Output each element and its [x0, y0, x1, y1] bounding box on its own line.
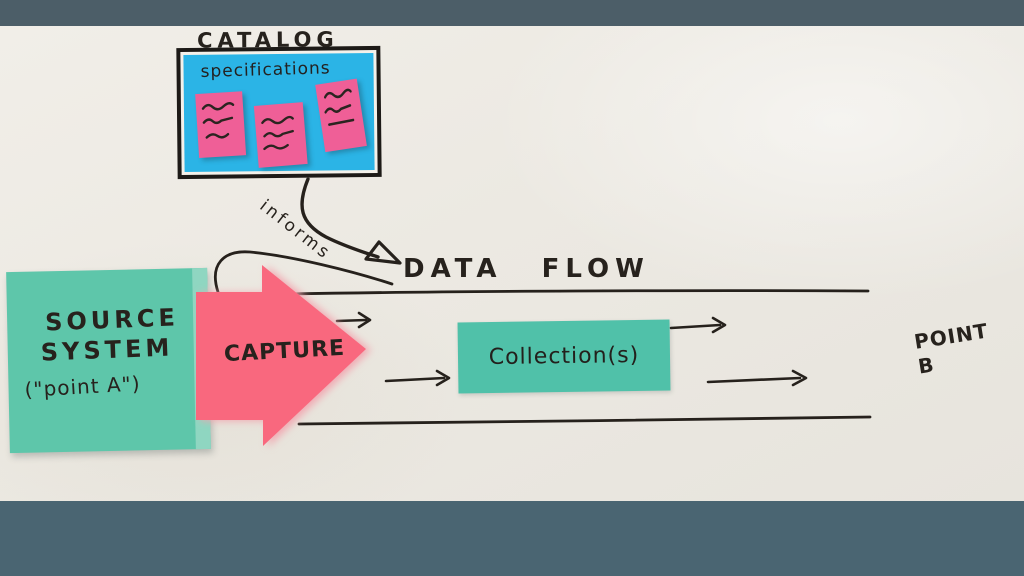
letterbox-top-bar — [0, 0, 1024, 26]
note-scribble-lines-icon — [261, 115, 294, 151]
sticky-note — [315, 78, 367, 153]
sticky-note — [253, 102, 308, 168]
catalog-title: CATALOG — [196, 27, 339, 53]
source-system-sticky-note: SOURCE SYSTEM ("point A") — [6, 267, 211, 454]
source-system-label-line1: SOURCE — [44, 303, 180, 337]
point-a-label: ("point A") — [23, 371, 142, 402]
sticky-note — [195, 91, 247, 159]
collections-box: Collection(s) — [457, 319, 671, 394]
catalog-frame: specifications — [176, 45, 382, 180]
note-scribble-lines-icon — [201, 102, 235, 139]
data-flow-title: DATA FLOW — [403, 254, 650, 284]
source-system-label-line2: SYSTEM — [40, 333, 174, 367]
catalog-board: specifications — [183, 53, 375, 172]
collections-label: Collection(s) — [488, 342, 640, 371]
letterbox-bottom-bar — [0, 501, 1024, 576]
note-scribble-lines-icon — [323, 88, 355, 126]
specifications-label: specifications — [200, 58, 331, 82]
